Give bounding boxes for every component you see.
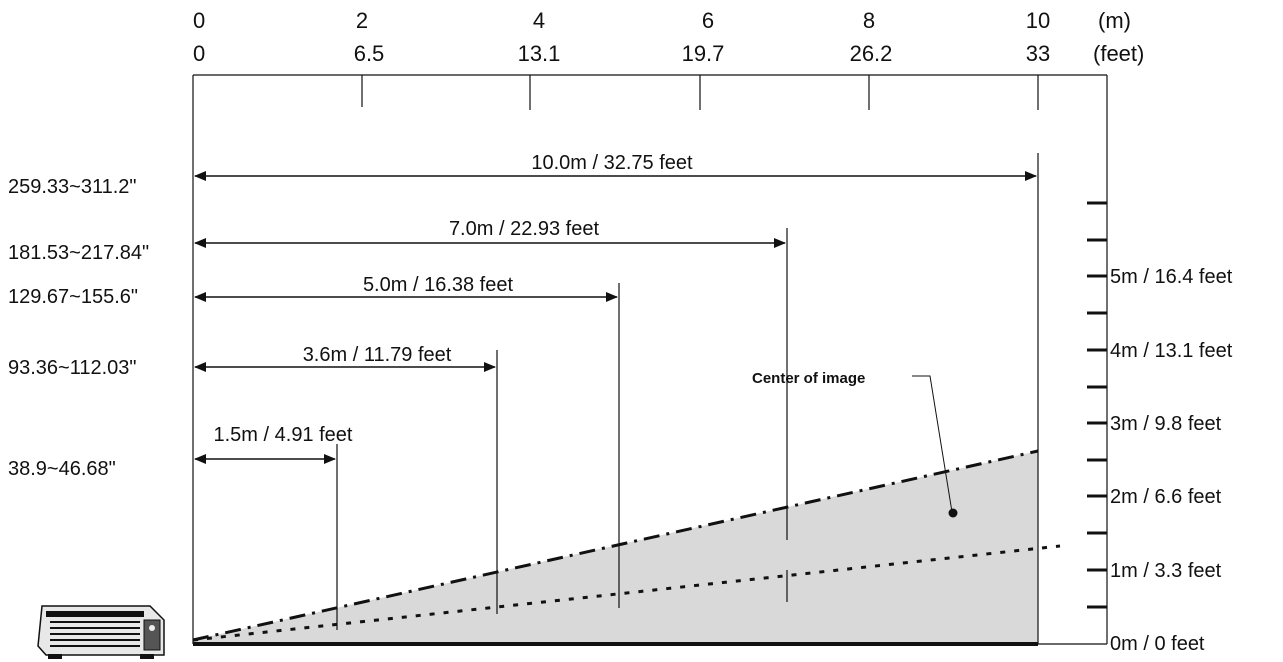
image-size-label: 181.53~217.84" [8,242,149,264]
distance-marker-7m: 7.0m / 22.93 feet 181.53~217.84" [8,218,788,602]
beam-top-edge [192,449,1039,642]
height-tick-label: 0m / 0 feet [1110,633,1205,655]
distance-label: 7.0m / 22.93 feet [449,218,600,240]
meter-tick-label: 10 [1026,8,1050,33]
diagram-frame [192,74,1108,644]
projection-beam-area [193,451,1038,644]
feet-tick-label: 6.5 [354,41,385,66]
image-size-label: 129.67~155.6" [8,286,138,308]
feet-tick-label: 0 [193,41,205,66]
image-size-label: 259.33~311.2" [8,176,137,198]
center-of-image-callout: Center of image [752,370,958,518]
distance-marker-1-5m: 1.5m / 4.91 feet 38.9~46.68" [8,424,353,630]
image-size-label: 93.36~112.03" [8,357,137,379]
top-scale-labels: 0 2 4 6 8 10 (m) 0 6.5 13.1 19.7 26.2 33… [193,8,1144,66]
meter-tick-label: 2 [356,8,368,33]
height-tick-label: 2m / 6.6 feet [1110,486,1222,508]
distance-marker-10m: 10.0m / 32.75 feet 259.33~311.2" [8,152,1039,644]
meter-tick-label: 8 [863,8,875,33]
callout-leader-line [912,375,953,513]
height-tick-label: 3m / 9.8 feet [1110,413,1222,435]
distance-marker-3-6m: 3.6m / 11.79 feet 93.36~112.03" [8,344,498,614]
distance-label: 3.6m / 11.79 feet [303,344,452,366]
distance-label: 10.0m / 32.75 feet [531,152,693,174]
feet-tick-label: 19.7 [682,41,725,66]
meter-tick-label: 0 [193,8,205,33]
distance-label: 1.5m / 4.91 feet [214,424,353,446]
height-tick-label: 4m / 13.1 feet [1110,340,1233,362]
feet-tick-label: 13.1 [518,41,561,66]
meter-tick-label: 4 [533,8,545,33]
feet-unit-label: (feet) [1093,41,1144,66]
projector-icon [37,605,165,659]
meter-unit-label: (m) [1098,8,1131,33]
feet-tick-label: 33 [1026,41,1050,66]
height-scale-labels: 0m / 0 feet 1m / 3.3 feet 2m / 6.6 feet … [1110,266,1233,655]
top-scale-ticks [361,75,1039,110]
height-tick-label: 1m / 3.3 feet [1110,560,1222,582]
distance-label: 5.0m / 16.38 feet [363,274,514,296]
height-tick-label: 5m / 16.4 feet [1110,266,1233,288]
height-scale-ticks [1087,201,1107,609]
meter-tick-label: 6 [702,8,714,33]
distance-marker-5m: 5.0m / 16.38 feet 129.67~155.6" [8,274,620,608]
center-of-image-label: Center of image [752,370,865,387]
feet-tick-label: 26.2 [850,41,893,66]
center-point-dot [948,508,958,518]
image-size-label: 38.9~46.68" [8,458,116,480]
beam-center-line [192,544,1061,642]
